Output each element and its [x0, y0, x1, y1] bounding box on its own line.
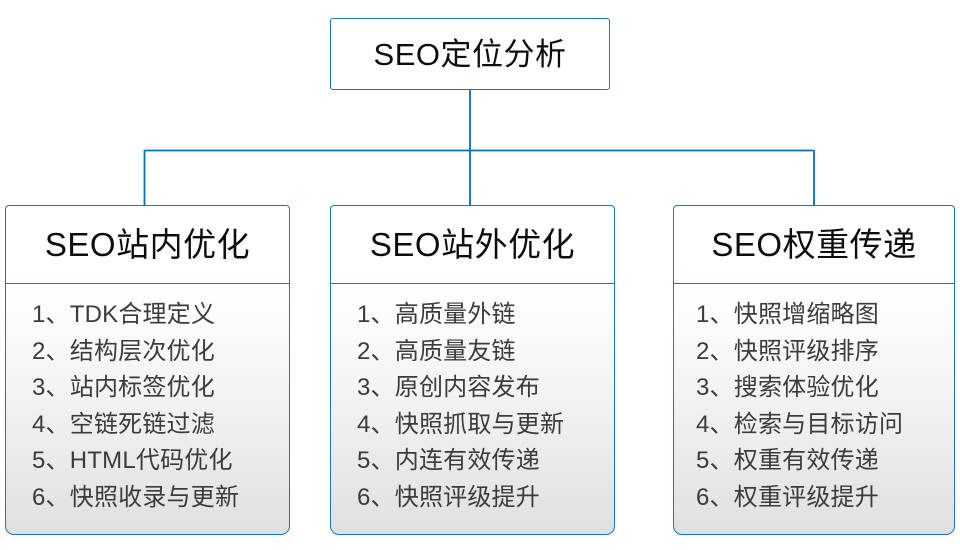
branch-3-header: SEO权重传递 — [673, 205, 955, 284]
list-item: 4、空链死链过滤 — [32, 410, 215, 438]
branch-3-body: 1、快照增缩略图 2、快照评级排序 3、搜索体验优化 4、检索与目标访问 5、权… — [673, 282, 955, 536]
list-item: 6、权重评级提升 — [696, 483, 879, 511]
list-item: 6、快照评级提升 — [357, 483, 540, 511]
list-item: 2、快照评级排序 — [696, 337, 879, 365]
list-item: 1、高质量外链 — [357, 301, 516, 329]
list-item: 3、搜索体验优化 — [696, 374, 879, 402]
branch-2-header: SEO站外优化 — [330, 205, 615, 284]
root-node-title: SEO定位分析 — [373, 36, 567, 72]
branch-2-body: 1、高质量外链 2、高质量友链 3、原创内容发布 4、快照抓取与更新 5、内连有… — [330, 282, 615, 536]
branch-3-item-list: 1、快照增缩略图 2、快照评级排序 3、搜索体验优化 4、检索与目标访问 5、权… — [674, 297, 903, 516]
list-item: 5、HTML代码优化 — [32, 447, 233, 475]
branch-column-1: SEO站内优化 1、TDK合理定义 2、结构层次优化 3、站内标签优化 4、空链… — [5, 205, 290, 536]
list-item: 3、站内标签优化 — [32, 374, 215, 402]
list-item: 2、高质量友链 — [357, 337, 516, 365]
branch-column-3: SEO权重传递 1、快照增缩略图 2、快照评级排序 3、搜索体验优化 4、检索与… — [673, 205, 955, 536]
branch-3-title: SEO权重传递 — [711, 226, 917, 263]
list-item: 1、TDK合理定义 — [32, 301, 216, 329]
list-item: 4、检索与目标访问 — [696, 410, 904, 438]
list-item: 1、快照增缩略图 — [696, 301, 879, 329]
list-item: 5、权重有效传递 — [696, 447, 879, 475]
list-item: 3、原创内容发布 — [357, 374, 540, 402]
list-item: 6、快照收录与更新 — [32, 483, 240, 511]
branch-2-item-list: 1、高质量外链 2、高质量友链 3、原创内容发布 4、快照抓取与更新 5、内连有… — [331, 297, 564, 516]
list-item: 2、结构层次优化 — [32, 337, 215, 365]
list-item: 4、快照抓取与更新 — [357, 410, 565, 438]
list-item: 5、内连有效传递 — [357, 447, 540, 475]
branch-1-body: 1、TDK合理定义 2、结构层次优化 3、站内标签优化 4、空链死链过滤 5、H… — [5, 282, 290, 536]
branch-column-2: SEO站外优化 1、高质量外链 2、高质量友链 3、原创内容发布 4、快照抓取与… — [330, 205, 615, 536]
branch-1-header: SEO站内优化 — [5, 205, 290, 284]
branch-1-title: SEO站内优化 — [44, 226, 251, 263]
root-node: SEO定位分析 — [330, 18, 610, 90]
branch-1-item-list: 1、TDK合理定义 2、结构层次优化 3、站内标签优化 4、空链死链过滤 5、H… — [6, 297, 239, 516]
branch-2-title: SEO站外优化 — [369, 226, 576, 263]
